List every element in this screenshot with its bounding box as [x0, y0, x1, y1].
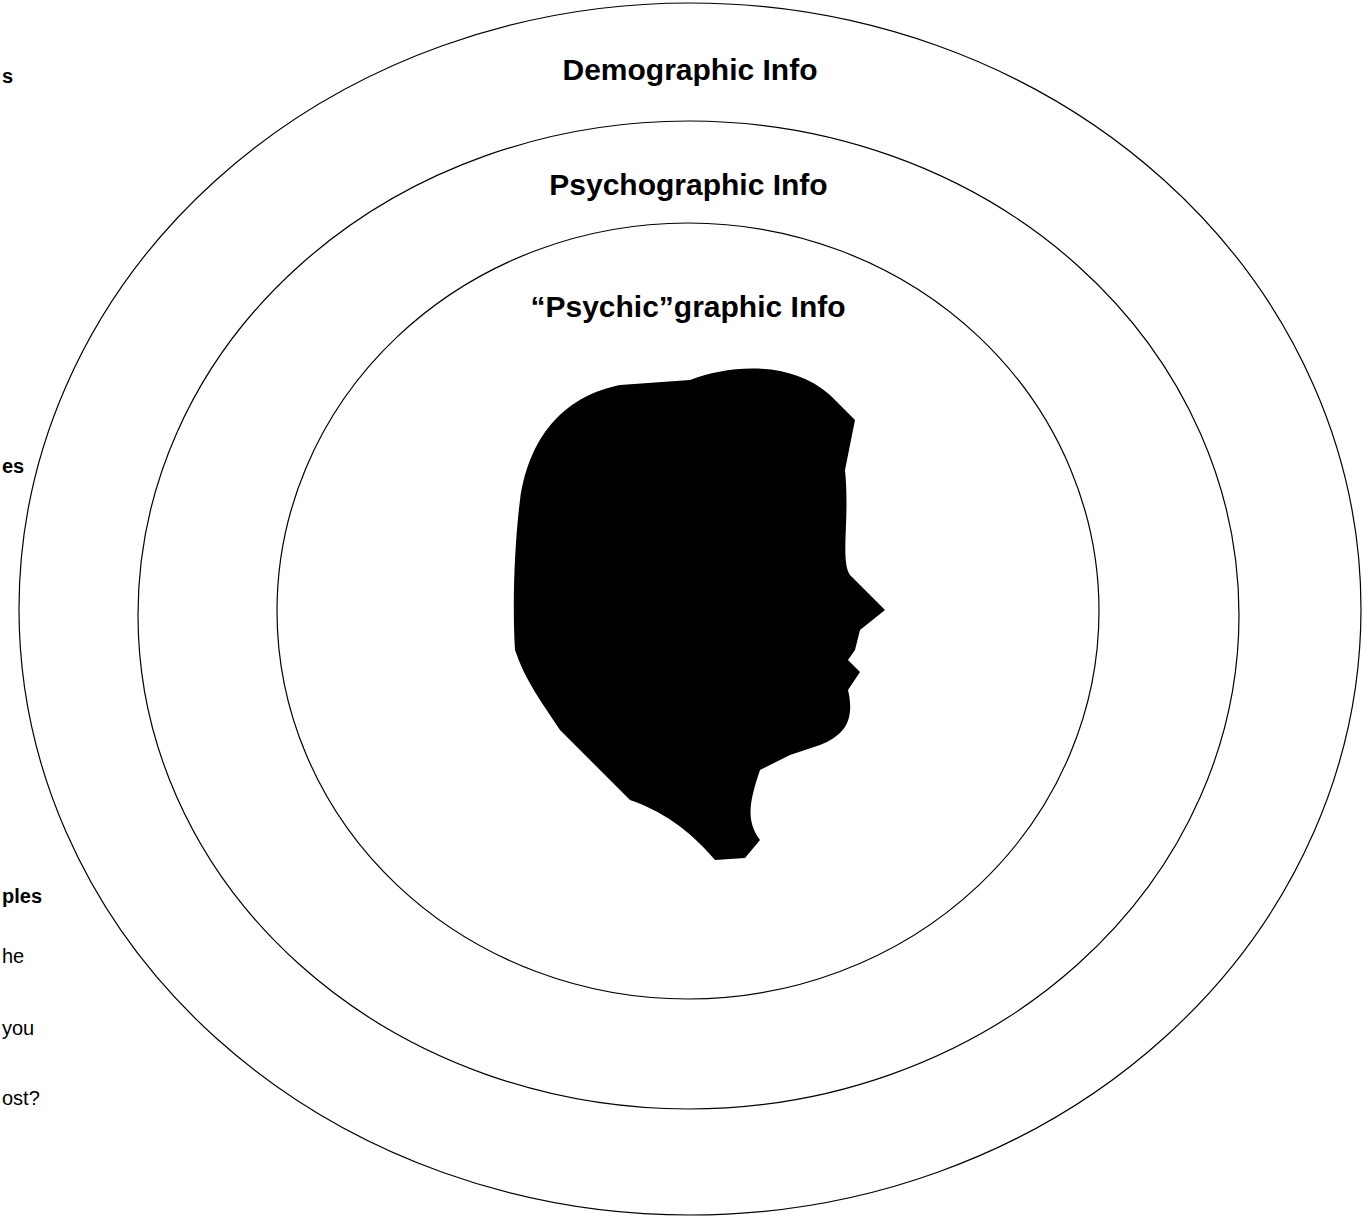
ring-outline: [276, 222, 1100, 1000]
ring-ellipse: [277, 223, 1099, 999]
cut-off-note: you: [2, 1016, 34, 1040]
info-ring: Psychographic Info “Psychic”graphic Info: [137, 120, 1240, 1110]
cut-off-note: ost?: [2, 1086, 40, 1110]
cut-off-note: es: [2, 454, 24, 478]
ring-heading: Psychographic Info: [137, 167, 1240, 203]
ring-heading: “Psychic”graphic Info: [276, 289, 1100, 325]
ring-heading: Demographic Info: [18, 52, 1362, 88]
ring-ellipse: [138, 121, 1239, 1109]
cut-off-note: he: [2, 944, 24, 968]
ring-outline: [137, 120, 1240, 1110]
ring-ellipse: [19, 3, 1361, 1215]
cut-off-note: ples: [2, 884, 42, 908]
head-silhouette: [514, 369, 885, 860]
cut-off-note: s: [2, 64, 13, 88]
info-ring: Demographic InfoPsychographic Info “Psych…: [18, 2, 1362, 1216]
info-ring: “Psychic”graphic Info: [276, 222, 1100, 1000]
